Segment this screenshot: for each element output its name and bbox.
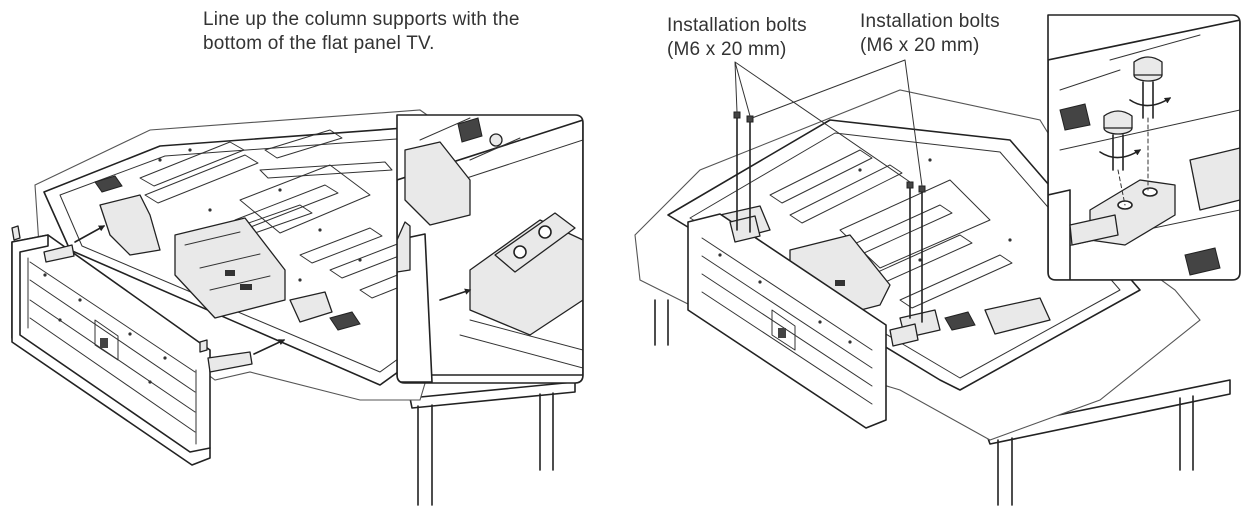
insert-arrow — [254, 340, 286, 354]
caption-installation-bolts-right: Installation bolts (M6 x 20 mm) — [860, 10, 1000, 58]
caption-bolts-title: Installation bolts — [860, 11, 1000, 32]
stand-base — [688, 214, 918, 428]
rotation-arrow-icon — [1130, 98, 1172, 106]
magnifier-inset — [1048, 15, 1240, 280]
caption-bolts-size: (M6 x 20 mm) — [860, 35, 980, 56]
rotation-arrow-icon — [1100, 150, 1142, 158]
leader-line — [752, 60, 922, 186]
bolt-icon — [734, 112, 925, 322]
left-step-figure — [12, 110, 583, 505]
bolt-icon — [1134, 57, 1162, 118]
caption-bolts-size: (M6 x 20 mm) — [667, 39, 787, 60]
stand-base — [12, 226, 252, 465]
magnifier-inset — [397, 115, 583, 383]
caption-line-1: Line up the column supports with the — [203, 9, 520, 30]
caption-line-2: bottom of the flat panel TV. — [203, 33, 435, 54]
caption-installation-bolts-left: Installation bolts (M6 x 20 mm) — [667, 14, 807, 62]
table — [410, 382, 575, 505]
bolt-icon — [1104, 111, 1132, 170]
leader-line — [735, 62, 910, 182]
caption-bolts-title: Installation bolts — [667, 15, 807, 36]
caption-align-supports: Line up the column supports with the bot… — [203, 8, 520, 56]
insert-arrow — [75, 226, 106, 242]
right-step-figure — [635, 15, 1240, 505]
